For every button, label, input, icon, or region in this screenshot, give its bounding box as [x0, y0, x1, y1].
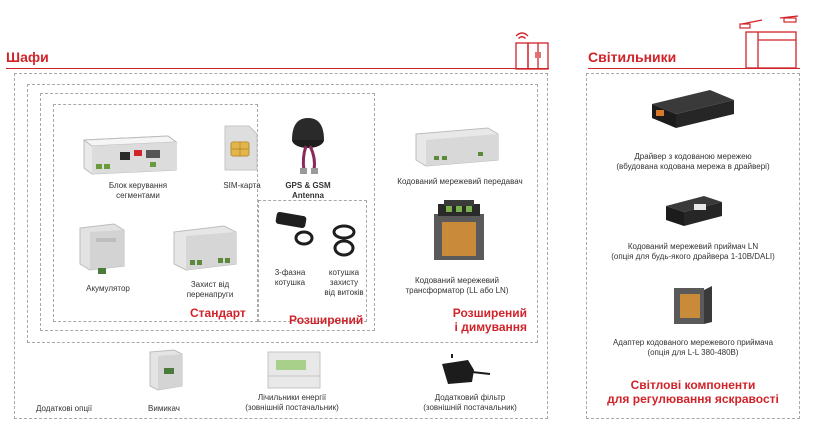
energy-meters-image: [267, 351, 321, 389]
three-phase-coil-caption-line-1: 3-фазна: [274, 268, 306, 277]
surge-protection-caption-line-2: перенапруги: [186, 290, 234, 299]
receiver-ln-caption: Кодований мережевий приймач LN (опція дл…: [594, 242, 792, 262]
battery-image: [79, 223, 125, 274]
transformer-caption: Кодований мережевий трансформатор (LL аб…: [392, 276, 522, 296]
sim-card-image: [224, 125, 258, 171]
extended-frame: [258, 200, 367, 322]
luminaires-title-rule: [588, 68, 800, 69]
antenna-caption: GPS & GSM Antenna: [278, 181, 338, 201]
surge-protection-caption: Захист від перенапруги: [180, 280, 240, 300]
protection-coil-caption-line-2: захисту: [329, 278, 359, 287]
protection-coil-caption: котушка захисту від витоків: [317, 268, 371, 298]
receiver-ln-image: [666, 196, 722, 226]
driver-caption-line-2: (вбудована кодована мережа в драйвері): [616, 162, 770, 171]
additional-filter-caption: Додатковий фільтр (зовнішній постачальни…: [412, 393, 528, 413]
protection-coil-image: [332, 224, 356, 257]
adapter-caption: Адаптер кодованого мережевого приймача (…: [594, 338, 792, 358]
battery-caption: Акумулятор: [86, 284, 130, 293]
standard-label: Стандарт: [190, 306, 246, 320]
cabinet-wifi-icon: [515, 32, 549, 70]
segment-controller-image: [82, 135, 178, 175]
surge-protection-image: [173, 225, 237, 271]
transformer-image: [434, 200, 484, 260]
transmitter-caption: Кодований мережевий передавач: [397, 177, 523, 186]
driver-image: [652, 90, 734, 128]
extended-label: Розширений: [289, 313, 364, 327]
adapter-caption-line-1: Адаптер кодованого мережевого приймача: [612, 338, 774, 347]
receiver-ln-caption-line-1: Кодований мережевий приймач LN: [627, 242, 759, 251]
transmitter-image: [415, 127, 499, 167]
luminaires-frame: [586, 73, 800, 419]
adapter-image: [674, 286, 712, 324]
antenna-image: [292, 118, 324, 174]
transformer-caption-line-1: Кодований мережевий: [415, 276, 499, 285]
additional-filter-caption-line-2: (зовнішній постачальник): [423, 403, 517, 412]
cabinets-frame: [14, 73, 548, 419]
driver-caption: Драйвер з кодованою мережею (вбудована к…: [594, 152, 792, 172]
receiver-ln-caption-line-2: (опція для будь-якого драйвера 1-10В/DAL…: [611, 252, 775, 261]
additional-filter-image: [442, 354, 491, 384]
three-phase-coil-image: [275, 211, 314, 246]
driver-caption-line-1: Драйвер з кодованою мережею: [634, 152, 752, 161]
luminaires-footer-line-2: для регулювання яскравості: [607, 392, 779, 406]
sim-card-caption: SIM-карта: [223, 181, 261, 190]
segment-controller-caption-line-2: сегментами: [116, 191, 160, 200]
luminaires-footer: Світлові компоненти для регулювання яскр…: [594, 378, 792, 406]
antenna-caption-line-1: GPS & GSM: [285, 181, 331, 190]
basic-frame: [53, 104, 258, 322]
surge-protection-caption-line-1: Захист від: [190, 280, 230, 289]
energy-meters-caption: Лічильники енергії (зовнішній постачальн…: [242, 393, 342, 413]
energy-meters-caption-line-1: Лічильники енергії: [257, 393, 327, 402]
transformer-caption-line-2: трансформатор (LL або LN): [405, 286, 509, 295]
segment-controller-caption: Блок керування сегментами: [108, 181, 168, 201]
three-phase-coil-caption: 3-фазна котушка: [268, 268, 312, 288]
extended-dimming-label: Розширений і димування: [440, 306, 527, 334]
street-light-icon: [739, 15, 799, 69]
energy-meters-caption-line-2: (зовнішній постачальник): [245, 403, 339, 412]
luminaires-footer-line-1: Світлові компоненти: [630, 378, 756, 392]
three-phase-coil-caption-line-2: котушка: [274, 278, 306, 287]
segment-controller-caption-line-1: Блок керування: [108, 181, 168, 190]
cabinets-title-rule: [6, 68, 549, 69]
adapter-caption-line-2: (опція для L-L 380-480В): [647, 348, 739, 357]
protection-coil-caption-line-1: котушка: [328, 268, 360, 277]
switch-caption: Вимикач: [148, 404, 180, 413]
luminaires-title: Світильники: [588, 49, 677, 65]
protection-coil-caption-line-3: від витоків: [324, 288, 364, 297]
options-label: Додаткові опції: [36, 404, 93, 413]
extended-dimming-label-line-2: і димування: [454, 320, 527, 334]
extended-dimming-frame: [27, 84, 538, 343]
cabinets-title: Шафи: [6, 49, 49, 65]
additional-filter-caption-line-1: Додатковий фільтр: [434, 393, 506, 402]
antenna-caption-line-2: Antenna: [292, 191, 324, 200]
standard-frame: [40, 93, 375, 331]
switch-image: [149, 349, 183, 391]
extended-dimming-label-line-1: Розширений: [452, 306, 527, 320]
